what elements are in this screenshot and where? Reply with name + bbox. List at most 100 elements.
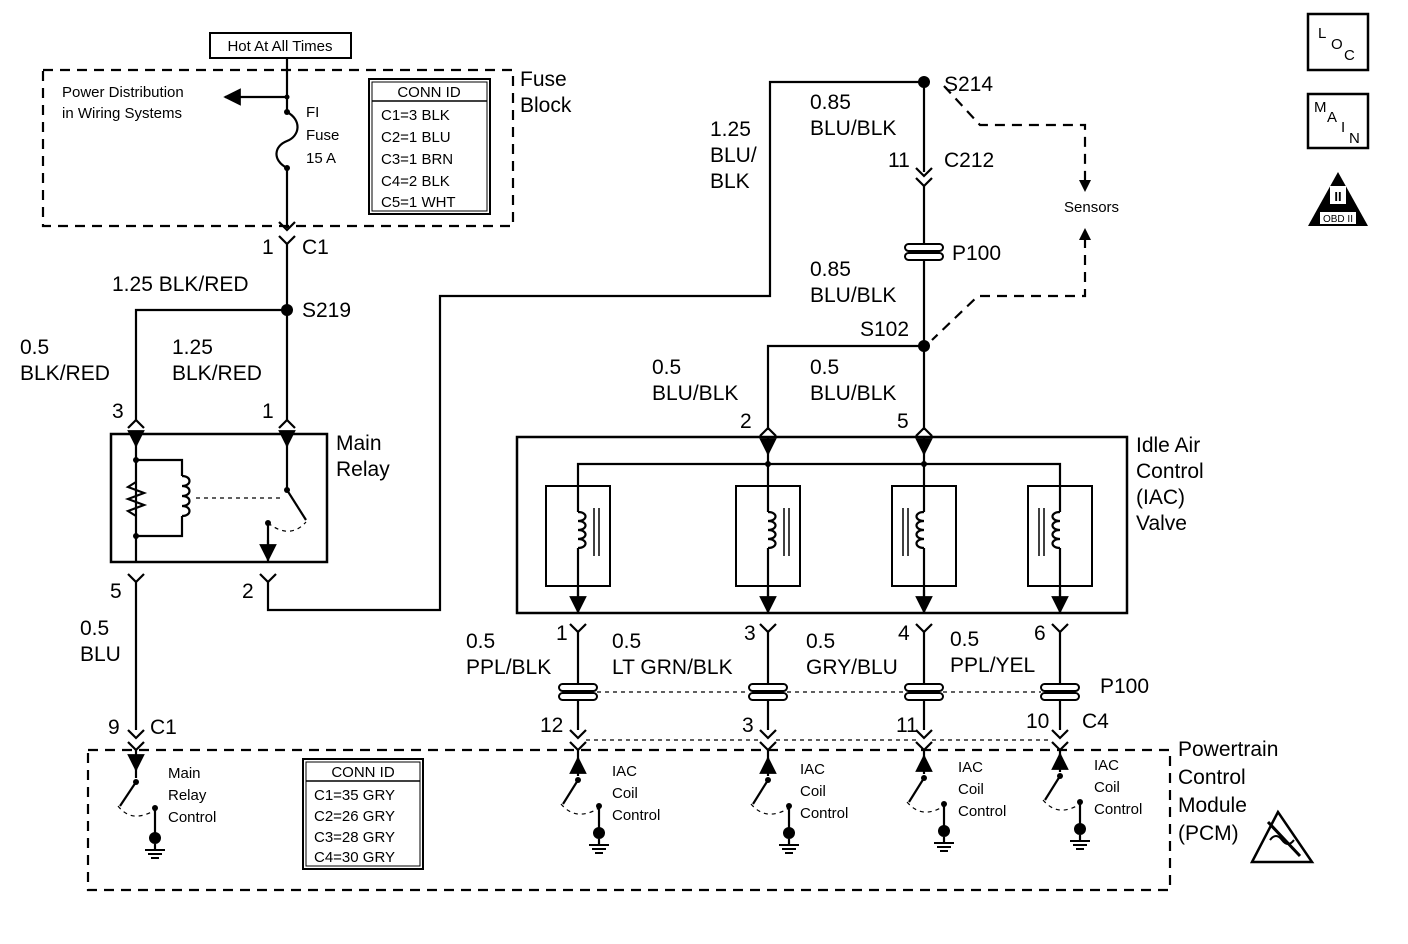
fi-fuse [275,111,299,169]
power-distribution-label-2: in Wiring Systems [62,105,182,122]
svg-text:S219: S219 [302,299,351,322]
wire-ppl-yel-b: PPL/YEL [950,654,1035,677]
svg-text:P100: P100 [952,242,1001,265]
pcm-label-2: Control [1178,766,1246,789]
iac-valve-label-2: Control [1136,460,1204,483]
svg-text:11: 11 [888,149,910,172]
svg-text:Coil: Coil [958,781,984,798]
wire-085-blublk-b: BLU/BLK [810,117,896,140]
svg-text:II: II [1334,189,1341,204]
svg-text:C4=30 GRY: C4=30 GRY [314,849,395,866]
svg-text:4: 4 [898,622,910,645]
pcm-label: Powertrain [1178,738,1278,761]
svg-text:Fuse: Fuse [306,127,339,144]
conn-id-table-fuse: CONN ID C1=3 BLK C2=1 BLU C3=1 BRN C4=2 … [368,78,491,215]
svg-text:1: 1 [262,400,274,423]
svg-text:11: 11 [896,714,918,737]
main-relay-label: Main [336,432,382,455]
main-relay-control-switch: Main Relay Control [117,750,216,859]
wire-125-blkred-a: 1.25 [172,336,213,359]
wire-05-blublk-left-a: 0.5 [652,356,681,379]
svg-text:IAC: IAC [800,761,825,778]
hot-at-all-times-box [209,32,352,59]
wire-125-blkred-top: 1.25 BLK/RED [112,273,249,296]
wire-085-blublk-d: BLU/BLK [810,284,896,307]
svg-text:C1: C1 [150,716,177,739]
pass-through-p100-bottom: P100 [558,675,1149,701]
svg-text:5: 5 [110,580,122,603]
wire-ppl-blk-a: 0.5 [466,630,495,653]
svg-text:9: 9 [108,716,120,739]
wire-05-blublk-left-b: BLU/BLK [652,382,738,405]
iac-coil-2 [735,470,801,614]
svg-text:3: 3 [112,400,124,423]
conn-id-table-pcm: CONN ID C1=35 GRY C2=26 GRY C3=28 GRY C4… [302,758,424,870]
iac-coil-control-switch-3: IAC Coil Control [906,750,1006,852]
svg-text:C4=2 BLK: C4=2 BLK [381,173,450,190]
power-distribution-label: Power Distribution [62,84,184,101]
wire-085-blublk-c: 0.85 [810,258,851,281]
svg-text:Coil: Coil [1094,779,1120,796]
svg-text:S214: S214 [944,73,993,96]
svg-text:1: 1 [556,622,568,645]
wire-05-blkred-a: 0.5 [20,336,49,359]
svg-text:IAC: IAC [958,759,983,776]
svg-text:C212: C212 [944,149,994,172]
fuse-block-label-2: Block [520,94,572,117]
wire-05-blublk-right-b: BLU/BLK [810,382,896,405]
svg-text:C2=26 GRY: C2=26 GRY [314,808,395,825]
svg-text:L: L [1318,25,1326,42]
esd-warning-icon [1249,809,1315,864]
wire-125-blkred-b: BLK/RED [172,362,262,385]
iac-coil-control-switch-2: IAC Coil Control [750,750,848,854]
sensors-group: Sensors [931,85,1119,341]
iac-valve-label: Idle Air [1136,434,1200,457]
pcm-label-3: Module [1178,794,1247,817]
wire-085-blublk-a: 0.85 [810,91,851,114]
svg-text:FI: FI [306,104,319,121]
location-icon: L O C [1306,12,1370,72]
connector-c1-bottom: 9 C1 [108,716,177,752]
svg-text:C5=1 WHT: C5=1 WHT [381,194,456,211]
svg-text:5: 5 [897,410,909,433]
svg-text:S102: S102 [860,318,909,341]
wire-ppl-blk-b: PPL/BLK [466,656,551,679]
wire-125-blublk-c: BLK [710,170,750,193]
iac-valve [515,435,1129,615]
wire-ppl-yel-a: 0.5 [950,628,979,651]
svg-text:Main: Main [168,765,201,782]
svg-text:C3=1 BRN: C3=1 BRN [381,151,453,168]
wire-05-blkred-b: BLK/RED [20,362,110,385]
wire-gry-blu-b: GRY/BLU [806,656,898,679]
svg-text:15 A: 15 A [306,150,336,167]
svg-text:A: A [1327,109,1337,126]
svg-text:C: C [1344,47,1355,64]
wire-125-blublk-a: 1.25 [710,118,751,141]
svg-text:Control: Control [612,807,660,824]
wire-gry-blu-a: 0.5 [806,630,835,653]
resistor [124,481,148,517]
pass-through-p100-top: P100 [904,242,1001,265]
sensors-label: Sensors [1064,199,1119,216]
pcm-label-4: (PCM) [1178,822,1239,845]
fuse-block-label: Fuse [520,68,567,91]
svg-text:3: 3 [744,622,756,645]
svg-text:Control: Control [1094,801,1142,818]
connector-c212: 11 C212 [888,149,994,188]
svg-text:C4: C4 [1082,710,1109,733]
svg-text:I: I [1341,119,1345,136]
connector-c4: 12 3 11 10 C4 [540,710,1109,752]
svg-text:2: 2 [740,410,752,433]
main-relay-label-2: Relay [336,458,390,481]
svg-text:Control: Control [168,809,216,826]
svg-text:OBD II: OBD II [1323,214,1353,225]
iac-valve-label-4: Valve [1136,512,1187,535]
wire-05-blu-b: BLU [80,643,121,666]
svg-text:N: N [1349,130,1360,147]
wire-05-blu-a: 0.5 [80,617,109,640]
svg-text:C1=35 GRY: C1=35 GRY [314,787,395,804]
svg-text:Coil: Coil [800,783,826,800]
main-relay [109,430,329,564]
iac-valve-label-3: (IAC) [1136,486,1185,509]
svg-text:CONN ID: CONN ID [397,84,461,101]
